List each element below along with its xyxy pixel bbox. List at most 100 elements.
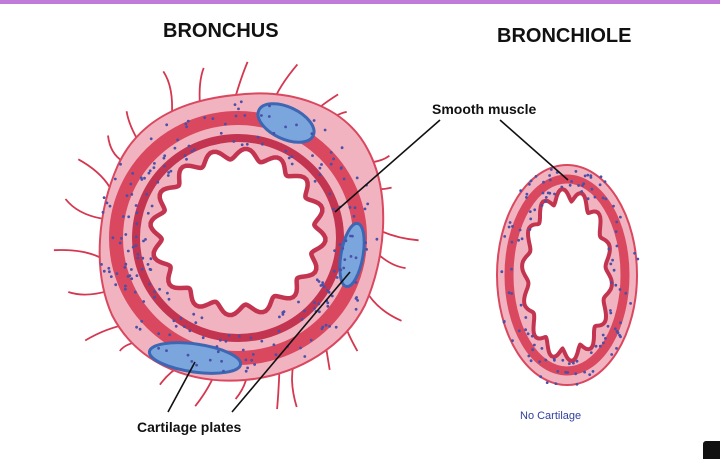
nucleus-dot	[138, 327, 142, 331]
nucleus-dot	[615, 220, 619, 224]
nucleus-dot	[278, 315, 281, 319]
nucleus-dot	[615, 347, 618, 350]
nucleus-dot	[321, 325, 325, 329]
nucleus-dot	[344, 239, 348, 243]
nucleus-dot	[113, 177, 117, 181]
nucleus-dot	[553, 192, 556, 196]
nucleus-dot	[334, 325, 338, 329]
nucleus-dot	[141, 256, 145, 260]
bronchus-title: BRONCHUS	[163, 20, 279, 42]
nucleus-dot	[326, 301, 330, 305]
nucleus-dot	[284, 149, 288, 153]
nucleus-dot	[222, 369, 225, 373]
nucleus-dot	[526, 332, 530, 336]
nucleus-dot	[340, 146, 344, 150]
nucleus-dot	[194, 321, 198, 324]
nucleus-dot	[349, 255, 353, 258]
nucleus-dot	[134, 235, 138, 239]
nucleus-dot	[568, 183, 572, 187]
nucleus-dot	[575, 382, 579, 386]
nucleus-dot	[507, 291, 511, 295]
nucleus-dot	[375, 237, 379, 241]
nucleus-dot	[525, 192, 529, 196]
nucleus-dot	[327, 290, 331, 294]
nucleus-dot	[609, 309, 612, 312]
nucleus-dot	[524, 328, 527, 332]
nucleus-dot	[324, 323, 328, 327]
nucleus-dot	[540, 347, 544, 350]
nucleus-dot	[548, 178, 552, 182]
nucleus-dot	[539, 375, 543, 379]
nucleus-dot	[105, 201, 109, 205]
nucleus-dot	[186, 353, 190, 357]
nucleus-dot	[591, 370, 595, 373]
nucleus-dot	[101, 210, 105, 214]
nucleus-dot	[633, 251, 636, 255]
nucleus-dot	[237, 107, 240, 111]
nucleus-dot	[240, 143, 244, 147]
nucleus-dot	[300, 318, 304, 321]
nucleus-dot	[243, 114, 247, 117]
nucleus-dot	[322, 285, 326, 289]
nucleus-dot	[165, 123, 169, 127]
nucleus-dot	[142, 300, 146, 303]
nucleus-dot	[518, 228, 522, 232]
nucleus-dot	[338, 243, 342, 246]
nucleus-dot	[553, 358, 556, 362]
nucleus-dot	[530, 334, 534, 338]
nucleus-dot	[272, 131, 276, 135]
nucleus-dot	[150, 204, 154, 208]
bronchus-cartilage-plate-top	[256, 102, 316, 144]
nucleus-dot	[134, 204, 138, 207]
nucleus-dot	[538, 360, 541, 364]
nucleus-dot	[548, 191, 552, 195]
nucleus-dot	[313, 301, 316, 304]
nucleus-dot	[574, 372, 578, 376]
nucleus-dot	[582, 182, 586, 186]
nucleus-dot	[313, 179, 317, 183]
nucleus-dot	[332, 157, 335, 161]
nucleus-dot	[364, 241, 367, 245]
vessel-branch	[276, 369, 281, 410]
nucleus-dot	[163, 164, 166, 168]
nucleus-dot	[253, 363, 256, 366]
nucleus-dot	[172, 319, 176, 323]
nucleus-dot	[544, 358, 548, 362]
nucleus-dot	[619, 321, 622, 325]
nucleus-dot	[533, 343, 536, 347]
nucleus-dot	[124, 262, 128, 266]
nucleus-dot	[219, 131, 223, 135]
nucleus-dot	[312, 119, 316, 122]
nucleus-dot	[256, 135, 260, 139]
nucleus-dot	[216, 350, 220, 354]
bronchus-cross-section	[53, 61, 419, 410]
nucleus-dot	[355, 176, 359, 180]
nucleus-dot	[614, 283, 618, 287]
bronchiole-lumen	[524, 191, 610, 359]
nucleus-dot	[577, 184, 580, 187]
nucleus-dot	[124, 284, 127, 288]
nucleus-dot	[321, 281, 325, 285]
nucleus-dot	[146, 211, 150, 215]
vessel-branch	[64, 198, 102, 220]
nucleus-dot	[142, 239, 145, 243]
nucleus-dot	[267, 115, 271, 118]
nucleus-dot	[134, 244, 138, 248]
nucleus-dot	[313, 307, 316, 310]
nucleus-dot	[548, 174, 551, 177]
nucleus-dot	[246, 366, 250, 370]
nucleus-dot	[606, 324, 610, 328]
leader-line-cartilage-bottom	[167, 361, 196, 413]
nucleus-dot	[244, 358, 248, 362]
nucleus-dot	[349, 234, 352, 238]
nucleus-dot	[126, 249, 130, 253]
nucleus-dot	[277, 329, 281, 333]
nucleus-dot	[168, 333, 172, 337]
nucleus-dot	[131, 245, 135, 249]
nucleus-dot	[108, 204, 112, 208]
nucleus-dot	[119, 162, 122, 166]
nucleus-dot	[102, 269, 106, 273]
nucleus-dot	[131, 172, 135, 175]
nucleus-dot	[115, 272, 119, 275]
nucleus-dot	[190, 360, 194, 363]
